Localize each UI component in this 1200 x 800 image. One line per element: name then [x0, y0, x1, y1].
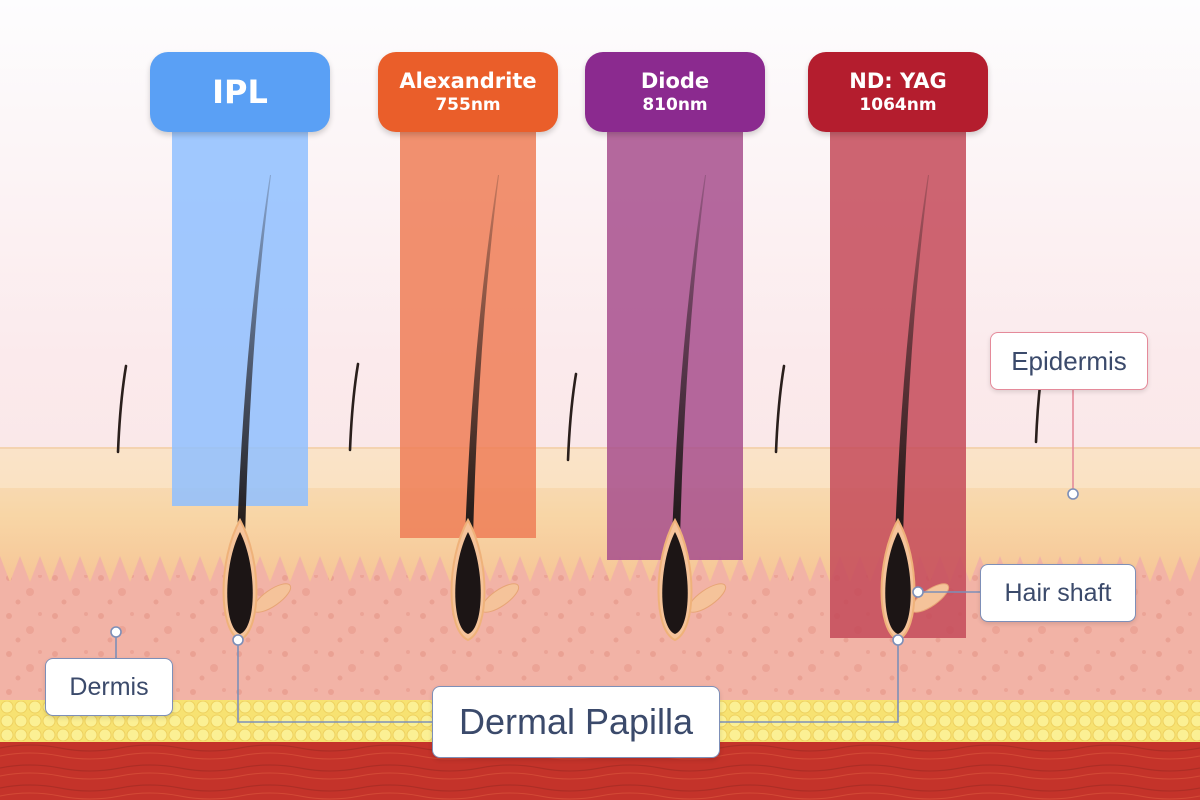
small-hair-3	[566, 372, 578, 462]
dermal-papilla-label-text: Dermal Papilla	[458, 701, 694, 742]
laser-name: Alexandrite	[399, 69, 537, 93]
hair-shaft-1	[237, 175, 271, 540]
dermis-dot	[110, 626, 122, 638]
hair-shaft-label: Hair shaft	[980, 564, 1136, 622]
papilla-leader-left	[237, 640, 432, 723]
laser-name: ND: YAG	[849, 69, 947, 93]
beam-alexandrite	[400, 132, 536, 538]
laser-pill-ipl: IPL	[150, 52, 330, 132]
hair-shaft-2	[465, 175, 499, 540]
hair-bulb	[455, 532, 481, 634]
dermis-label-text: Dermis	[69, 672, 149, 701]
small-hair-4	[774, 364, 786, 454]
hair-bulb	[662, 532, 688, 634]
papilla-dot-right	[892, 634, 904, 646]
dermal-papilla-label: Dermal Papilla	[432, 686, 720, 758]
laser-wavelength: 1064nm	[859, 95, 937, 115]
hair-shaft-4	[895, 175, 929, 540]
small-hair-2	[348, 362, 360, 452]
laser-name: Diode	[640, 69, 710, 93]
hair-shaft-label-text: Hair shaft	[1004, 578, 1112, 607]
laser-wavelength: 755nm	[435, 95, 501, 115]
laser-wavelength: 810nm	[642, 95, 708, 115]
laser-name: IPL	[212, 73, 268, 111]
papilla-dot-left	[232, 634, 244, 646]
hair-shaft-3	[672, 175, 706, 540]
hair-bulb	[227, 532, 253, 634]
hair-shaft-dot	[912, 586, 924, 598]
papilla-leader-right	[720, 640, 899, 723]
epidermis-dot	[1067, 488, 1079, 500]
epidermis-label-text: Epidermis	[1011, 345, 1127, 376]
epidermis-label: Epidermis	[990, 332, 1148, 390]
small-hair-1	[116, 364, 128, 454]
beam-ipl	[172, 132, 308, 506]
dermis-label: Dermis	[45, 658, 173, 716]
hair-bulb	[885, 532, 911, 634]
